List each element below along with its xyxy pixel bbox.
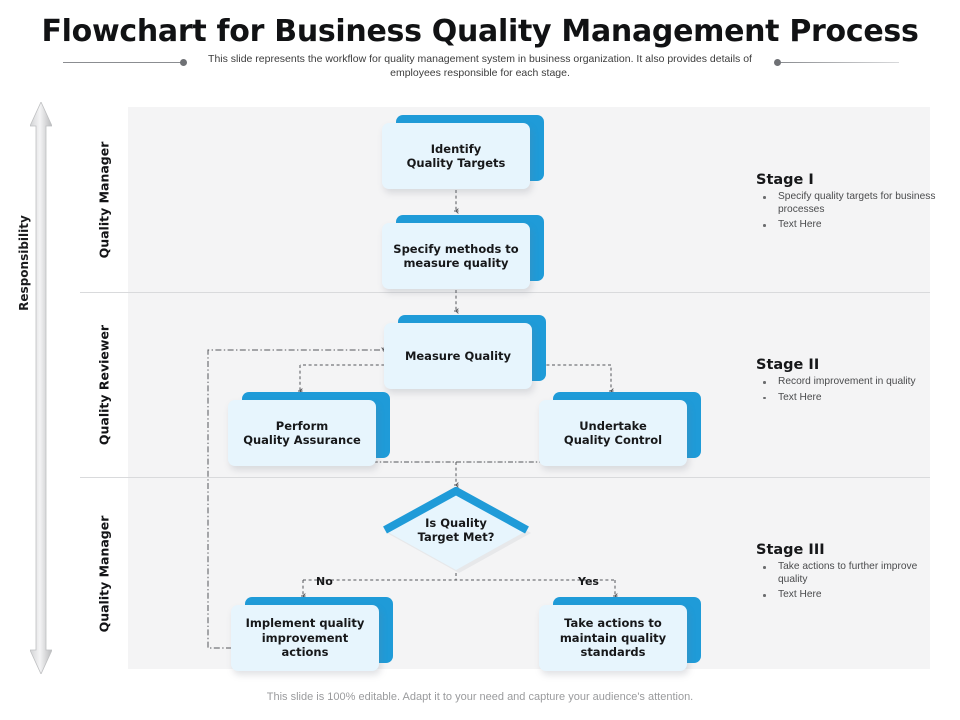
stage-bullet-list: Specify quality targets for business pro… [756,191,936,232]
node-label: Measure Quality [404,348,512,363]
node-card: Measure Quality [384,323,532,389]
stage-title: Stage II [756,357,820,373]
stage-title: Stage III [756,542,825,558]
lane-label-quality-manager-top: Quality Manager [96,141,112,258]
stage-bullet: Text Here [756,392,936,405]
decorative-line-right [781,62,899,63]
responsibility-label: Responsibility [17,215,31,311]
stage-bullet-list: Take actions to further improve quality … [756,561,936,602]
stage-bullet: Record improvement in quality [756,376,936,389]
diamond-shape [383,487,531,573]
lane-divider-1 [80,292,930,293]
page-subtitle: This slide represents the workflow for q… [208,53,752,79]
lane-label-col-3: Quality Manager [80,478,128,669]
edge-label-yes: Yes [578,575,599,588]
stage-bullet: Text Here [756,589,936,602]
lane-label-col-2: Quality Reviewer [80,293,128,477]
page-title: Flowchart for Business Quality Managemen… [41,14,919,49]
stage-block-2: Stage II Record improvement in quality T… [756,357,936,407]
decorative-dot-left [180,59,187,66]
footer-note: This slide is 100% editable. Adapt it to… [266,691,694,703]
stage-title: Stage I [756,172,814,188]
stage-block-3: Stage III Take actions to further improv… [756,542,936,605]
lane-divider-2 [80,477,930,478]
stage-bullet: Specify quality targets for business pro… [756,191,936,216]
edge-label-no: No [316,575,333,588]
lane-label-col-1: Quality Manager [80,107,128,292]
lane-label-quality-manager-bottom: Quality Manager [96,515,112,632]
stage-block-1: Stage I Specify quality targets for busi… [756,172,936,235]
stage-bullet: Text Here [756,219,936,232]
responsibility-axis-arrow [29,101,53,675]
decorative-line-left [63,62,181,63]
lane-label-quality-reviewer: Quality Reviewer [96,324,112,446]
decorative-dot-right [774,59,781,66]
stage-bullet: Take actions to further improve quality [756,561,936,586]
stage-bullet-list: Record improvement in quality Text Here [756,376,936,404]
